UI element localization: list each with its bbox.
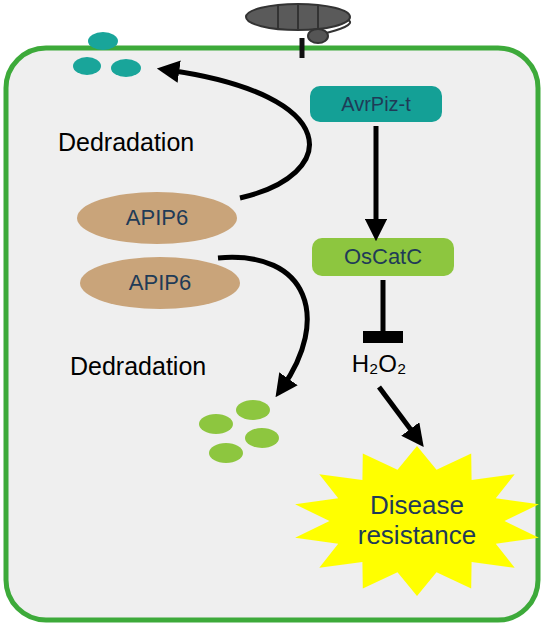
fungus-symbol	[246, 4, 350, 58]
node-text: Disease resistance	[335, 491, 500, 551]
process-label: Dedradation	[70, 352, 206, 381]
oscatc-fragments	[199, 400, 279, 463]
avrpiz-t-fragments	[73, 32, 141, 77]
connector-arrow	[381, 280, 386, 337]
protein-ellipse: APIP6	[80, 257, 240, 309]
molecule-node: H₂O₂	[340, 345, 418, 383]
connector-arrow	[379, 387, 417, 438]
connector-arrow	[374, 126, 379, 230]
node-text: APIP6	[129, 270, 191, 295]
protein-box: AvrPiz-t	[310, 86, 442, 122]
protein-ellipse: APIP6	[77, 192, 237, 244]
cell-wall	[6, 48, 538, 620]
process-label: Dedradation	[58, 128, 194, 157]
node-text: H₂O₂	[352, 350, 407, 378]
protein-box: OsCatC	[312, 238, 454, 276]
node-text: OsCatC	[344, 244, 422, 269]
node-text: AvrPiz-t	[341, 93, 411, 116]
outcome-burst: Disease resistance	[292, 446, 542, 596]
node-text: APIP6	[126, 205, 188, 230]
